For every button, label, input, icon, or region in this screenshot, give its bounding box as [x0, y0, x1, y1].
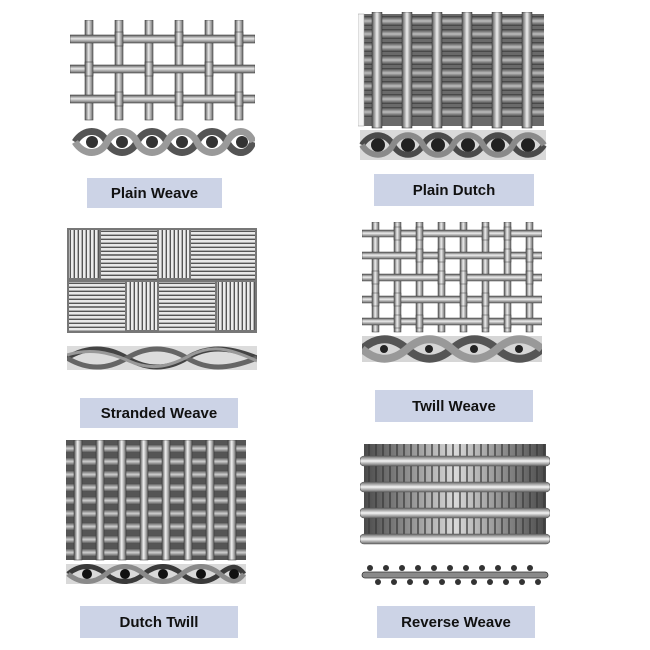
- weave-mesh-grid: [66, 440, 246, 561]
- dutch-twill-illustration: [66, 440, 246, 585]
- reverse-weave-illustration: [360, 442, 550, 587]
- plain-weave-illustration: [70, 20, 255, 158]
- twill-weave-label: Twill Weave: [375, 390, 533, 422]
- weave-mesh-grid: [358, 12, 544, 129]
- weave-cross-section: [359, 130, 547, 160]
- plain-weave-label: Plain Weave: [87, 178, 222, 208]
- plain-dutch-label: Plain Dutch: [374, 174, 534, 206]
- weave-cross-section: [362, 335, 542, 363]
- twill-weave-illustration: [362, 222, 542, 364]
- stranded-weave-illustration: [67, 228, 257, 373]
- plain-dutch-illustration: [358, 12, 548, 164]
- dutch-twill-label: Dutch Twill: [80, 606, 238, 638]
- weave-mesh-grid: [67, 228, 257, 333]
- weave-cross-section: [72, 128, 255, 156]
- reverse-weave-label: Reverse Weave: [377, 606, 535, 638]
- weave-mesh-grid: [70, 20, 255, 121]
- weave-cross-section: [361, 565, 549, 585]
- stranded-weave-label: Stranded Weave: [80, 398, 238, 428]
- weave-cross-section: [67, 346, 257, 370]
- weave-mesh-grid: [360, 444, 550, 545]
- weave-cross-section: [66, 564, 246, 584]
- weave-mesh-grid: [362, 222, 542, 333]
